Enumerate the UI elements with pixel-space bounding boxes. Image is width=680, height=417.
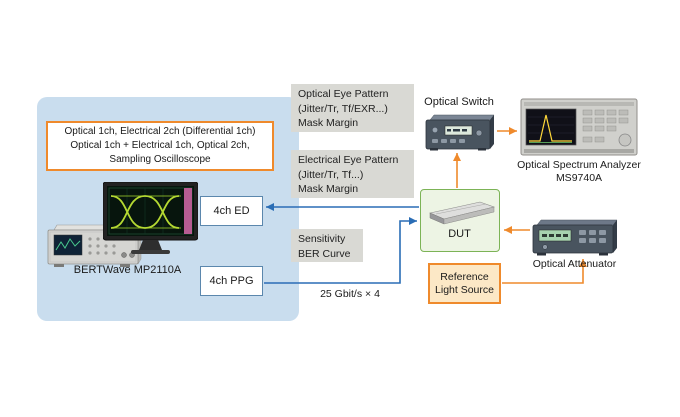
electrical-eye-line-3: Mask Margin xyxy=(298,183,359,195)
optical-eye-line-2: (Jitter/Tr, Tf/EXR...) xyxy=(298,102,388,115)
optical-eye-measurement-box: Optical Eye Pattern (Jitter/Tr, Tf/EXR..… xyxy=(291,84,414,132)
electrical-eye-line-1: Electrical Eye Pattern xyxy=(298,154,399,166)
config-line-2: Optical 1ch + Electrical 1ch, Optical 2c… xyxy=(70,140,250,151)
sensitivity-measurement-box: Sensitivity BER Curve xyxy=(291,229,363,262)
electrical-eye-line-2: (Jitter/Tr, Tf...) xyxy=(298,168,364,181)
osa-illustration xyxy=(520,97,639,157)
attenuator-display xyxy=(538,229,572,242)
config-box: Optical 1ch, Electrical 2ch (Differentia… xyxy=(46,121,274,171)
dut-illustration xyxy=(422,193,498,227)
sensitivity-line-2: BER Curve xyxy=(298,247,351,260)
osa-screen xyxy=(525,108,577,146)
config-line-3: Sampling Oscilloscope xyxy=(109,154,211,165)
osa-name-label: Optical Spectrum Analyzer xyxy=(517,159,641,171)
electrical-eye-measurement-box: Electrical Eye Pattern (Jitter/Tr, Tf...… xyxy=(291,150,414,198)
rls-line-1: Reference xyxy=(440,270,489,283)
bertwave-screen xyxy=(53,234,83,256)
optical-eye-line-3: Mask Margin xyxy=(298,117,359,129)
dut-label: DUT xyxy=(448,228,471,240)
optical-attenuator-illustration xyxy=(531,217,618,256)
rls-line-2: Light Source xyxy=(435,283,494,296)
optical-switch-illustration xyxy=(424,111,496,151)
optical-switch-label: Optical Switch xyxy=(424,96,494,108)
dut-box: DUT xyxy=(420,189,500,252)
osa-model-label: MS9740A xyxy=(555,172,603,184)
ppg-box: 4ch PPG xyxy=(200,266,263,296)
ed-label: 4ch ED xyxy=(213,205,250,217)
eye-diagram-monitor-illustration xyxy=(103,182,198,256)
reference-light-source-box: Reference Light Source xyxy=(428,263,501,304)
sensitivity-line-1: Sensitivity xyxy=(298,233,346,245)
ed-box: 4ch ED xyxy=(200,196,263,226)
config-line-1: Optical 1ch, Electrical 2ch (Differentia… xyxy=(64,126,256,137)
optical-attenuator-label: Optical Attenuator xyxy=(532,258,617,270)
optical-eye-line-1: Optical Eye Pattern xyxy=(298,88,389,100)
bertwave-label: BERTWave MP2110A xyxy=(73,264,182,276)
bitrate-label: 25 Gbit/s × 4 xyxy=(320,288,380,300)
ppg-label: 4ch PPG xyxy=(209,275,254,287)
